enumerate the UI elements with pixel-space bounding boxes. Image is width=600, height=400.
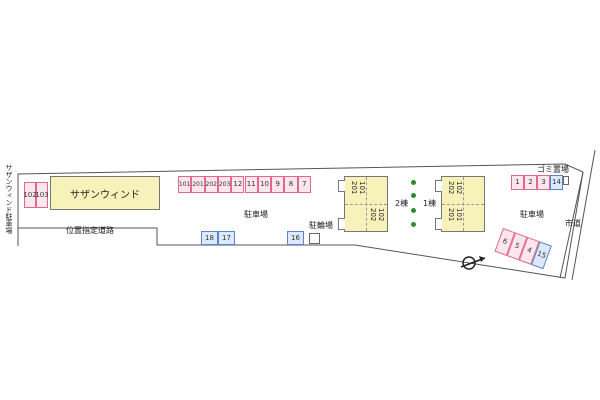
unit-divider bbox=[366, 177, 367, 231]
bike-parking-label: 駐輪場 bbox=[309, 221, 333, 230]
city-road-edge bbox=[571, 149, 596, 281]
unit-number: 202 bbox=[369, 208, 377, 222]
parking-space: 202 bbox=[204, 176, 218, 193]
unit-number: 101 bbox=[455, 208, 463, 222]
building-1-label: 1棟 bbox=[423, 199, 437, 208]
parking-space: 1 bbox=[511, 175, 524, 190]
garbage-box bbox=[563, 176, 569, 185]
unit-number: 201 bbox=[447, 208, 455, 222]
parking-label-right: 駐車場 bbox=[520, 210, 544, 219]
building-southern-wind: サザンウィンド bbox=[50, 176, 160, 210]
parking-space: 203 bbox=[217, 176, 232, 193]
side-parking-label: サザンウィンド駐車場 bbox=[5, 164, 13, 234]
compass-icon bbox=[460, 256, 486, 270]
unit-number: 202 bbox=[447, 181, 455, 195]
parking-space: 16 bbox=[287, 231, 304, 245]
unit-number: 102 bbox=[377, 208, 385, 222]
parking-space: 10 bbox=[257, 176, 272, 193]
building-2: 201 101 202 102 bbox=[344, 176, 388, 232]
unit-number: 101 bbox=[358, 181, 366, 195]
building-1: 202 102 201 101 bbox=[441, 176, 485, 232]
parking-space: 9 bbox=[271, 176, 285, 193]
bike-parking-box bbox=[309, 233, 320, 244]
city-road-label: 市道 bbox=[565, 219, 581, 228]
unit-divider bbox=[463, 177, 464, 231]
parking-space: 2 bbox=[524, 175, 537, 190]
tree-icon bbox=[411, 208, 416, 213]
parking-space: 102 bbox=[23, 182, 37, 208]
road-label: 位置指定道路 bbox=[66, 226, 114, 235]
parking-space: 101 bbox=[178, 176, 192, 193]
entry-notch bbox=[338, 180, 345, 192]
parking-label: 駐車場 bbox=[244, 210, 268, 219]
parking-space: 18 bbox=[201, 231, 218, 245]
parking-space: 17 bbox=[218, 231, 235, 245]
parking-space: 7 bbox=[297, 176, 311, 193]
parking-space: 14 bbox=[550, 175, 563, 190]
unit-number: 102 bbox=[455, 181, 463, 195]
building-2-label: 2棟 bbox=[395, 199, 409, 208]
entry-notch bbox=[435, 180, 442, 192]
parking-space: 11 bbox=[244, 176, 258, 193]
tree-icon bbox=[411, 222, 416, 227]
tree-icon bbox=[411, 193, 416, 198]
garbage-label: ゴミ置場 bbox=[537, 165, 569, 174]
tree-icon bbox=[411, 180, 416, 185]
entry-notch bbox=[338, 218, 345, 230]
parking-space: 103 bbox=[35, 182, 49, 208]
parking-space: 201 bbox=[191, 176, 205, 193]
entry-notch bbox=[435, 218, 442, 230]
parking-space: 12 bbox=[231, 176, 245, 193]
unit-number: 201 bbox=[350, 181, 358, 195]
parking-space: 3 bbox=[537, 175, 550, 190]
parking-space: 8 bbox=[284, 176, 298, 193]
